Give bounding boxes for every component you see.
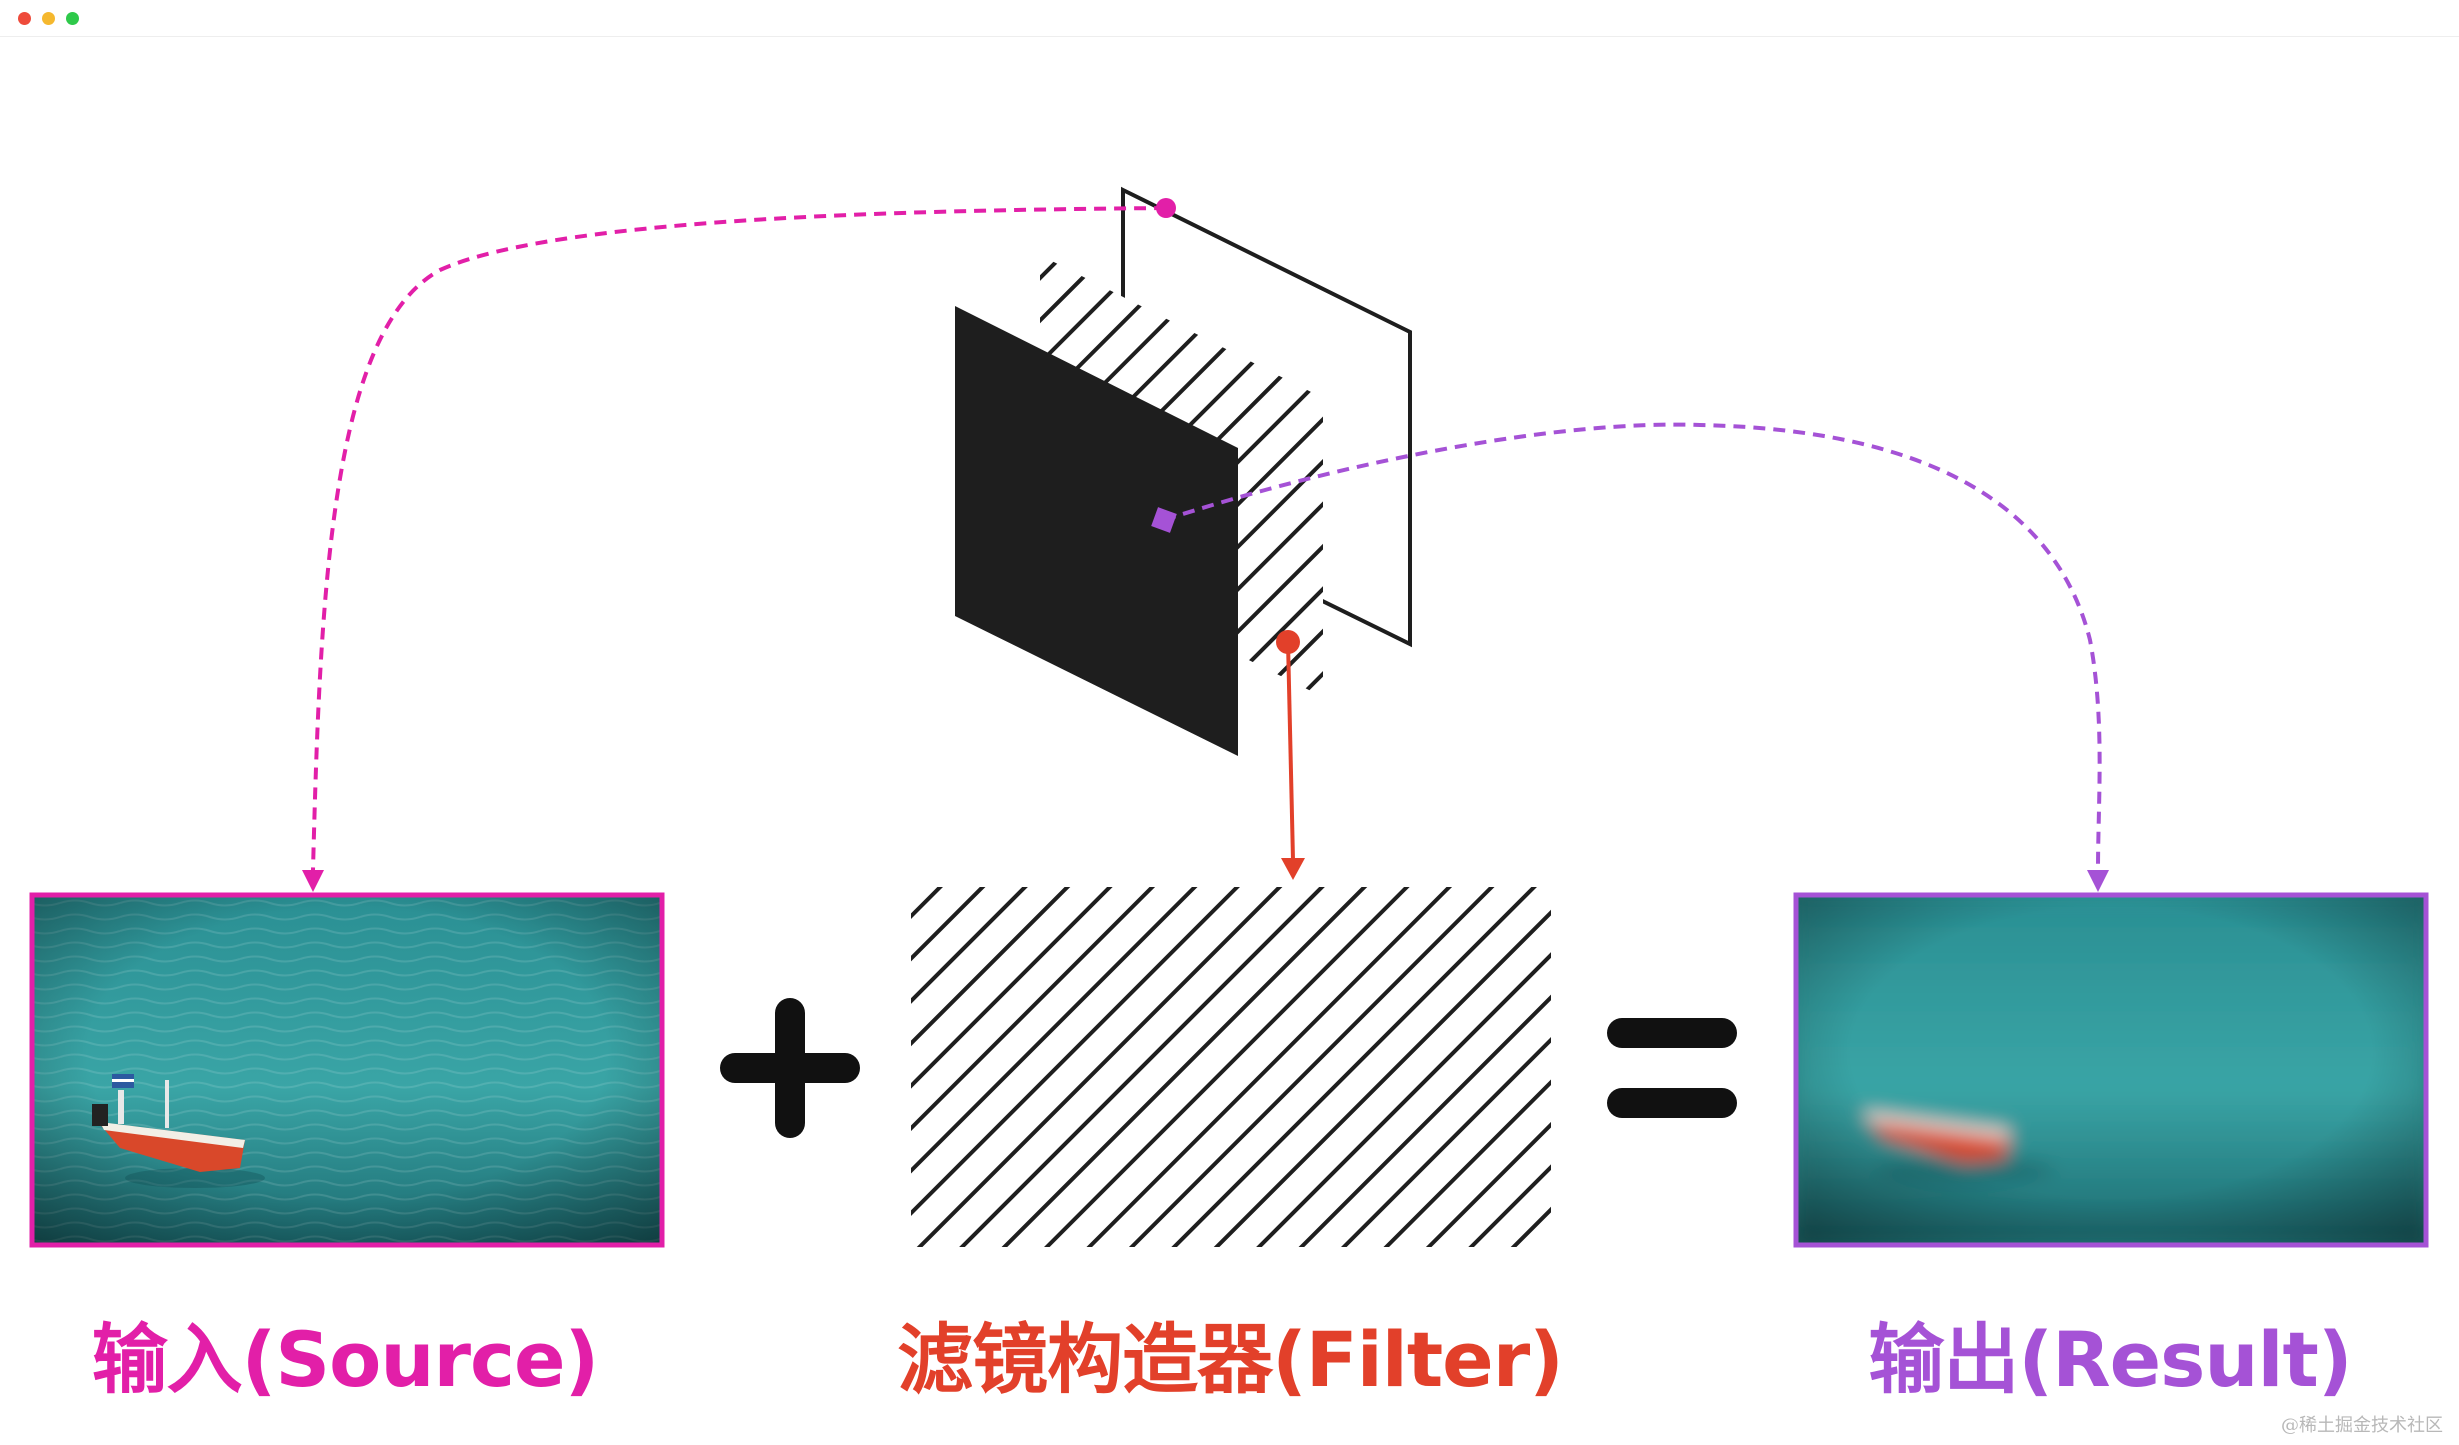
equals-operator-icon — [1607, 1018, 1737, 1118]
plus-operator-icon — [720, 998, 860, 1138]
source-connector — [302, 198, 1176, 892]
source-image — [29, 892, 665, 1248]
result-caption: 输出(Result) — [1868, 1315, 2352, 1404]
filter-pattern-block — [911, 887, 1551, 1247]
source-connector-arrowhead — [302, 870, 324, 892]
window-titlebar — [0, 0, 2459, 37]
minimize-window-button[interactable] — [42, 12, 55, 25]
filter-connector-dot — [1276, 630, 1300, 654]
filter-solid-plane — [955, 306, 1238, 756]
result-connector — [1151, 422, 2109, 892]
filter-connector — [1276, 630, 1305, 880]
result-connector-arrowhead — [2087, 870, 2109, 892]
filter-3d-illustration — [955, 186, 1412, 756]
filter-connector-arrowhead — [1281, 858, 1305, 880]
source-boat — [92, 1074, 265, 1188]
source-caption: 输入(Source) — [91, 1315, 600, 1404]
close-window-button[interactable] — [18, 12, 31, 25]
result-image — [1793, 892, 2429, 1248]
watermark-text: @稀土掘金技术社区 — [2281, 1415, 2443, 1436]
result-connector-dot — [1151, 507, 1177, 533]
filter-caption: 滤镜构造器(Filter) — [897, 1315, 1564, 1404]
source-connector-dot — [1156, 198, 1176, 218]
maximize-window-button[interactable] — [66, 12, 79, 25]
